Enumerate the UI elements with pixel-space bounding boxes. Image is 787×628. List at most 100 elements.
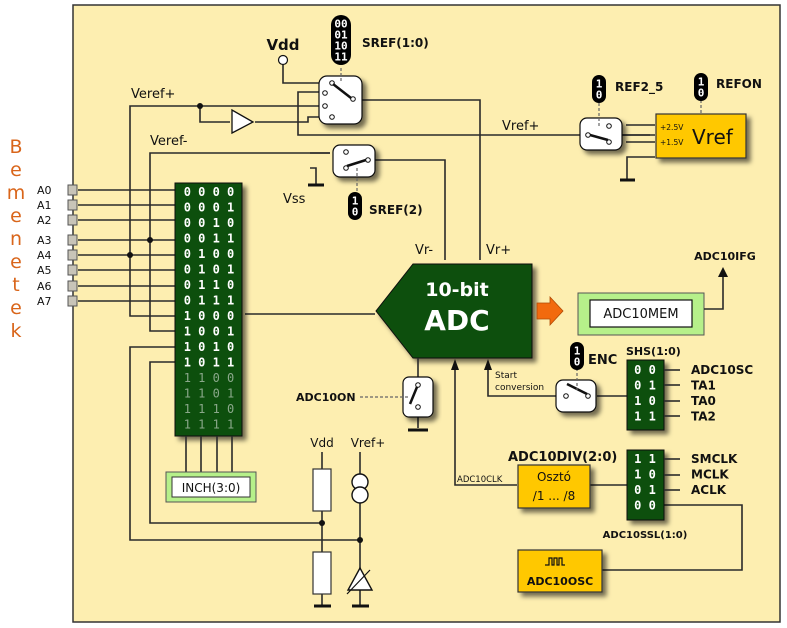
temperature-diode-icon (346, 566, 374, 591)
ssel-code-row: 0 0 (634, 499, 656, 513)
junction-dot (357, 537, 363, 543)
adc10ssl-label: ADC10SSL(1:0) (603, 530, 688, 541)
inch-code-row: 0 0 1 0 (184, 216, 235, 230)
input-pin-label: A7 (37, 295, 52, 308)
divider-label-2: /1 ... /8 (533, 489, 575, 503)
start-conversion-label-2: conversion (495, 383, 544, 393)
vdd-top-label: Vdd (266, 36, 299, 54)
side-label-letter: e (10, 205, 22, 227)
inch-code-table: 0 0 0 00 0 0 10 0 1 00 0 1 10 1 0 00 1 0… (184, 185, 235, 432)
divider-label-1: Osztó (537, 470, 571, 484)
vref-bottom-label: Vref+ (351, 436, 386, 450)
bit-pill-value: 0 (352, 206, 359, 219)
current-source-icon (351, 486, 369, 504)
input-pin-label: A4 (37, 249, 52, 262)
junction-dot (147, 237, 153, 243)
adc10on-label: ADC10ON (296, 391, 356, 404)
resistor-icon (312, 468, 332, 512)
arrow-up-icon (718, 267, 728, 277)
bit-pill-value: 1 (698, 76, 705, 89)
sref2-switch[interactable] (332, 144, 376, 178)
bit-pill-body (570, 342, 584, 370)
junction-dot (319, 520, 325, 526)
vr-minus-label: Vr- (415, 243, 433, 258)
input-pin[interactable] (67, 249, 78, 261)
shs-code-row: 1 1 (634, 410, 656, 424)
ssel-code-table: 1 11 00 10 0 (634, 452, 656, 513)
input-pin-label: A5 (37, 264, 52, 277)
adc10osc-label: ADC10OSC (527, 575, 593, 588)
bit-pill-value: 1 (574, 345, 581, 358)
inch-register-box (165, 471, 257, 503)
shs-source-label: ADC10SC (691, 363, 753, 377)
adc10mem-register[interactable] (577, 292, 705, 336)
clock-waveform-icon (545, 557, 565, 566)
sref2-bit-pill: 10 (348, 192, 362, 220)
inch-code-row: 0 1 1 1 (184, 294, 235, 308)
side-label-letter: B (9, 136, 22, 158)
shs-source-label: TA2 (691, 410, 716, 424)
inch-code-row: 1 0 0 0 (184, 309, 235, 323)
side-label-letter: n (10, 228, 22, 250)
adc10osc-block (517, 549, 603, 593)
vdd-bottom-label: Vdd (310, 436, 333, 450)
bit-pill-value: 1 (596, 78, 603, 91)
junction-dot (197, 103, 203, 109)
ifg-wire (704, 275, 724, 310)
vref-25-label: +2.5V (660, 123, 684, 132)
enc-switch[interactable] (555, 379, 597, 413)
inch-code-row: 1 1 1 0 (184, 402, 235, 416)
refon-bit-pill: 10 (694, 73, 708, 101)
vref-box-label: Vref (692, 125, 734, 149)
arrow-up-icon (484, 359, 492, 370)
shs-source-label: TA0 (691, 394, 716, 408)
clock-divider-block (517, 464, 591, 509)
inch-code-row: 0 0 1 1 (184, 232, 235, 246)
bit-pill-value: 0 (698, 87, 705, 100)
vss-label: Vss (283, 192, 306, 207)
shs-code-table: 0 00 11 01 1 (634, 363, 656, 424)
bit-pill-value: 0 (574, 356, 581, 369)
adc10mem-label: ADC10MEM (603, 307, 678, 322)
sref-selector-switch[interactable] (318, 75, 363, 125)
ssel-clock-mux (626, 449, 665, 521)
junction-dot (127, 252, 133, 258)
adc-converter-block (375, 263, 533, 359)
input-pin[interactable] (67, 280, 78, 292)
side-label-letter: k (10, 320, 21, 342)
input-pin[interactable] (67, 199, 78, 211)
inch-code-row: 1 1 0 0 (184, 371, 235, 385)
input-pin[interactable] (67, 295, 78, 307)
bit-pill-body (348, 192, 362, 220)
inch-code-row: 0 1 0 0 (184, 247, 235, 261)
inch-code-row: 1 0 1 1 (184, 356, 235, 370)
inch-code-row: 0 0 0 1 (184, 201, 235, 215)
diode-slash (346, 569, 371, 595)
adc10clk-label: ADC10CLK (457, 475, 503, 485)
buffer-amplifier-icon (231, 108, 255, 135)
ref2-5-switch[interactable] (579, 117, 623, 151)
ref2-5-label: REF2_5 (615, 80, 663, 95)
inch-select-wires (185, 436, 233, 472)
side-label-letter: e (10, 297, 22, 319)
input-pin-label: A3 (37, 234, 52, 247)
input-pin[interactable] (67, 214, 78, 226)
side-label-letter: t (12, 274, 19, 296)
vref-plus-wire-label: Vref+ (502, 119, 539, 134)
input-pin[interactable] (67, 264, 78, 276)
bit-pill-value: 00 (334, 18, 347, 31)
vdd-terminal (277, 54, 289, 66)
side-label-letter: e (10, 251, 22, 273)
input-pin[interactable] (67, 184, 78, 196)
side-label-letter: m (7, 182, 26, 204)
start-conversion-label-1: Start (495, 371, 517, 381)
enc-label: ENC (588, 353, 617, 368)
reference-wires (199, 65, 655, 260)
inch-code-row: 0 1 0 1 (184, 263, 235, 277)
input-pin[interactable] (67, 234, 78, 246)
ssel-code-row: 1 0 (634, 468, 656, 482)
ssel-source-label: SMCLK (691, 452, 738, 466)
input-channel-mux (174, 182, 243, 437)
